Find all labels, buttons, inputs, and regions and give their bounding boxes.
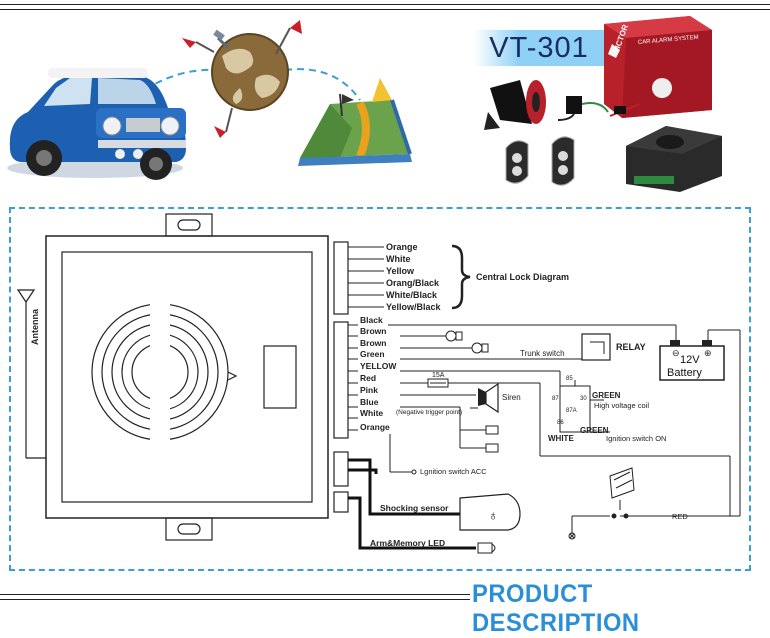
relay-pin: 87A — [566, 408, 577, 414]
banner-illustration: VICTOR CAR ALARM SYSTEM — [7, 16, 722, 192]
trunk-switch-label: Trunk switch — [520, 349, 565, 358]
red-label: RED — [672, 512, 688, 521]
harness-cables — [348, 458, 476, 550]
cl-wire-label: White — [386, 254, 411, 264]
model-name-tag: VT-301 — [474, 30, 604, 66]
svg-text:⊖: ⊖ — [672, 348, 680, 358]
green-ign-label: GREEN — [580, 426, 609, 435]
ignition-on-label: Ignition switch ON — [606, 434, 666, 443]
relay-pin: 87 — [552, 396, 559, 402]
cl-wire-label: Orang/Black — [386, 278, 440, 288]
wire-label: Brown — [360, 338, 386, 348]
led-symbol — [477, 542, 496, 554]
wire-label: Green — [360, 349, 385, 359]
siren-illustration — [484, 80, 546, 130]
door-pin-switches — [445, 330, 489, 354]
door-switch-symbol — [568, 467, 635, 540]
trigger-switches — [485, 425, 499, 453]
central-lock-wires — [348, 246, 384, 308]
fuse-symbol — [427, 378, 449, 388]
battery-voltage: 12V — [680, 354, 700, 366]
battery-label: Battery — [667, 367, 702, 379]
fuse-label: 15A — [432, 372, 445, 379]
wire-label: Blue — [360, 397, 379, 407]
central-lock-connector — [333, 241, 349, 315]
signal-arc-right — [284, 68, 361, 101]
negative-trigger-label: (Negative trigger point) — [396, 409, 462, 416]
wire-label: White — [360, 408, 383, 418]
siren-label: Siren — [502, 393, 521, 402]
relay-pin: 30 — [580, 396, 587, 402]
product-box-illustration: VICTOR CAR ALARM SYSTEM — [604, 16, 712, 118]
wire-label: Red — [360, 373, 376, 383]
siren-symbol — [470, 382, 499, 414]
aux-connector-2 — [333, 491, 349, 513]
cl-wire-label: Yellow — [386, 266, 415, 276]
white-ign-label: WHITE — [548, 434, 574, 443]
arm-led-label: Arm&Memory LED — [370, 538, 445, 548]
wire-label: Black — [360, 315, 383, 325]
high-voltage-coil-label: High voltage coil — [594, 401, 649, 410]
main-wires — [348, 324, 358, 431]
battery-symbol: ⊖ ⊕ — [659, 340, 725, 381]
box-label-text: CAR ALARM SYSTEM — [638, 35, 699, 46]
bottom-rule — [0, 594, 470, 600]
wire-label: Pink — [360, 385, 378, 395]
ignition-relay — [559, 380, 591, 433]
relay-symbol — [581, 333, 611, 361]
cl-wire-label: Orange — [386, 242, 418, 252]
cl-wire-label: White/Black — [386, 290, 438, 300]
control-module — [45, 213, 329, 541]
main-harness-connector — [333, 321, 349, 439]
car-illustration — [7, 68, 187, 180]
map-illustration — [298, 78, 412, 166]
relay-harness-illustration — [557, 96, 641, 121]
central-lock-title: Central Lock Diagram — [476, 272, 569, 282]
remote-illustration — [505, 136, 575, 186]
globe-illustration — [182, 20, 302, 138]
acc-switch — [411, 469, 417, 475]
top-rule — [0, 4, 770, 10]
signal-arc-left — [134, 68, 216, 97]
product-description-title: PRODUCT DESCRIPTION — [472, 580, 640, 637]
relay-label: RELAY — [616, 342, 646, 352]
relay-pin: 86 — [557, 420, 564, 426]
svg-text:⊕: ⊕ — [704, 348, 712, 358]
svg-text:♁: ♁ — [488, 507, 499, 523]
ignition-acc-label: Lgnition switch ACC — [420, 467, 487, 476]
wiring-diagram-frame — [9, 207, 751, 571]
wire-label: Orange — [360, 422, 390, 432]
aux-connector-1 — [333, 451, 349, 487]
cl-wire-label: Yellow/Black — [386, 302, 442, 312]
shock-sensor-symbol: ♁ — [459, 493, 521, 531]
wire-label: Brown — [360, 326, 386, 336]
central-lock-brace — [451, 244, 471, 310]
relay-pin: 85 — [566, 376, 573, 382]
green-hv-label: GREEN — [592, 391, 621, 400]
shocking-sensor-label: Shocking sensor — [380, 503, 449, 513]
wiring-diagram: Antenna Orange White Yellow Orang/Black … — [16, 213, 741, 554]
antenna-label: Antenna — [30, 308, 40, 345]
antenna-symbol — [16, 289, 46, 459]
control-unit-illustration — [626, 126, 722, 192]
wire-label: YELLOW — [360, 361, 397, 371]
